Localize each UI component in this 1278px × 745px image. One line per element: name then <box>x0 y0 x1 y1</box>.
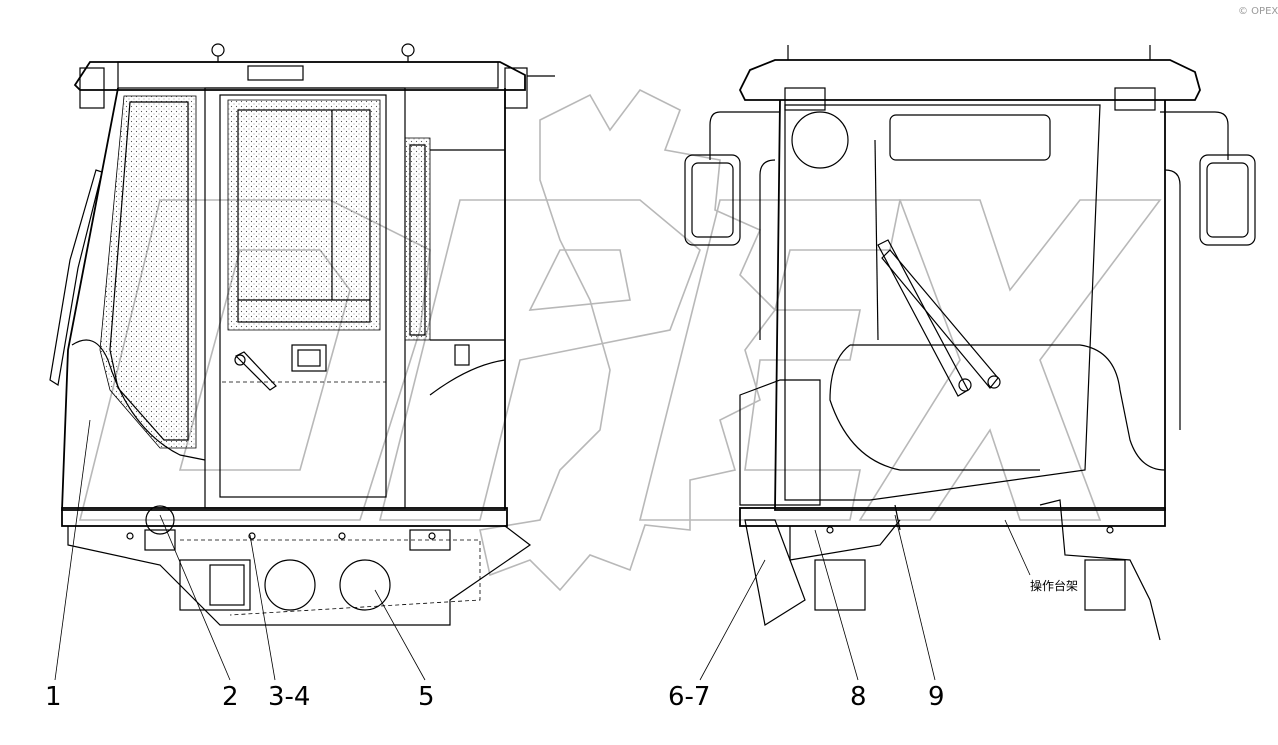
handrail-right <box>1164 169 1181 430</box>
callout-labels: 1 2 3-4 5 6-7 8 9 操作台架 <box>45 578 1078 712</box>
watermark-letter-p <box>378 199 701 521</box>
work-light-right <box>1114 87 1156 111</box>
work-light-left <box>784 87 826 111</box>
callout-6-7: 6-7 <box>668 682 710 712</box>
cab-side-view <box>49 43 555 626</box>
mount-left <box>179 559 251 611</box>
front-roof-outline <box>738 59 1201 101</box>
watermark-letter-x <box>858 199 1162 521</box>
mirror-right <box>1199 154 1256 246</box>
front-floor-rail <box>739 507 1166 527</box>
front-wiper <box>49 169 103 386</box>
front-window-glass <box>109 101 189 441</box>
rear-window-frame <box>404 137 431 341</box>
front-step <box>744 519 806 626</box>
front-glass <box>784 104 1101 501</box>
door-latch <box>234 351 277 391</box>
leader-console <box>1004 519 1031 576</box>
leader-lines <box>54 419 1031 681</box>
leader-7 <box>894 514 936 681</box>
door-window-seal <box>227 99 381 331</box>
door-panel <box>219 94 387 498</box>
watermark-gear <box>479 88 777 592</box>
cab-floor-rail <box>61 507 508 527</box>
watermark-letter-e <box>638 199 901 521</box>
handrail-left <box>759 159 776 340</box>
lifting-eye-left <box>211 43 225 57</box>
leader-6 <box>814 529 859 681</box>
front-window-frame <box>99 95 197 449</box>
door-window-glass <box>237 109 371 323</box>
console-frame-bracket <box>1039 499 1161 641</box>
mount-disk-left <box>264 559 316 611</box>
console-frame-label: 操作台架 <box>1030 578 1078 593</box>
roof-panel <box>117 61 499 89</box>
mount-disk-right <box>339 559 391 611</box>
side-switch <box>454 344 470 366</box>
front-mount-left <box>814 559 866 611</box>
leader-4 <box>374 589 426 681</box>
front-lower-curve <box>850 344 1166 471</box>
callout-8: 8 <box>850 682 867 712</box>
callout-9: 9 <box>928 682 945 712</box>
leader-5 <box>699 559 766 681</box>
cab-front-view <box>684 45 1256 641</box>
callout-5: 5 <box>418 682 435 712</box>
front-mount-right <box>1084 559 1126 611</box>
side-toolbox <box>739 379 821 506</box>
roof-bracket-left <box>79 67 105 109</box>
callout-2: 2 <box>222 682 239 712</box>
leader-1 <box>54 419 91 681</box>
copyright-mark: © OPEX <box>1238 6 1278 17</box>
mirror-arm-left <box>709 111 780 160</box>
front-body-outline <box>774 99 1166 511</box>
sun-visor-panel <box>889 114 1051 161</box>
mirror-left <box>684 154 741 246</box>
cab-underframe <box>67 525 532 626</box>
mirror-arm-right <box>1160 111 1229 160</box>
roof-light <box>247 65 304 81</box>
leader-3 <box>249 534 276 681</box>
fan-grille <box>791 111 849 169</box>
lifting-eye-right <box>401 43 415 57</box>
detail-circle <box>145 505 175 535</box>
callout-1: 1 <box>45 682 62 712</box>
door-handle-plate <box>291 344 327 372</box>
leader-2 <box>159 514 231 681</box>
side-panel-curve <box>71 339 206 461</box>
callout-3-4: 3-4 <box>268 682 310 712</box>
